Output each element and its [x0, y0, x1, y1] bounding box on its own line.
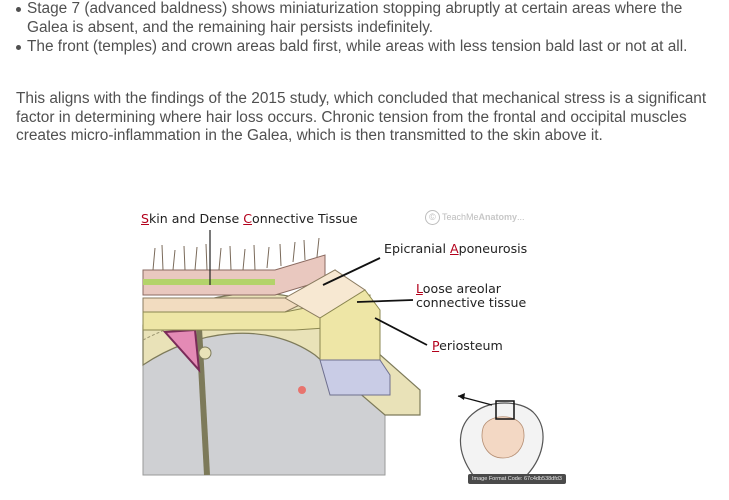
bullet-item: The front (temples) and crown areas bald…	[16, 38, 716, 57]
image-format-code: Image Format Code: 67c4db538dfd3	[468, 474, 566, 484]
bullet-list: Stage 7 (advanced baldness) shows miniat…	[16, 0, 716, 57]
label-epicranial-aponeurosis: Epicranial Aponeurosis	[384, 241, 528, 256]
teachmeanatomy-logo: ©TeachMeAnatomy...	[425, 210, 525, 225]
scalp-layers-illustration	[142, 230, 544, 476]
body-paragraph: This aligns with the findings of the 201…	[16, 90, 707, 144]
copyright-icon: ©	[425, 210, 440, 225]
label-loose-areolar-connective-tissue: Loose areolar connective tissue	[416, 281, 527, 310]
bullet-item: Stage 7 (advanced baldness) shows miniat…	[16, 0, 716, 37]
label-skin-dense-connective-tissue: Skin and Dense Connective Tissue	[141, 211, 358, 226]
scalp-layers-figure: Skin and Dense Connective Tissue Epicran…	[135, 200, 585, 490]
label-periosteum: Periosteum	[432, 338, 503, 353]
